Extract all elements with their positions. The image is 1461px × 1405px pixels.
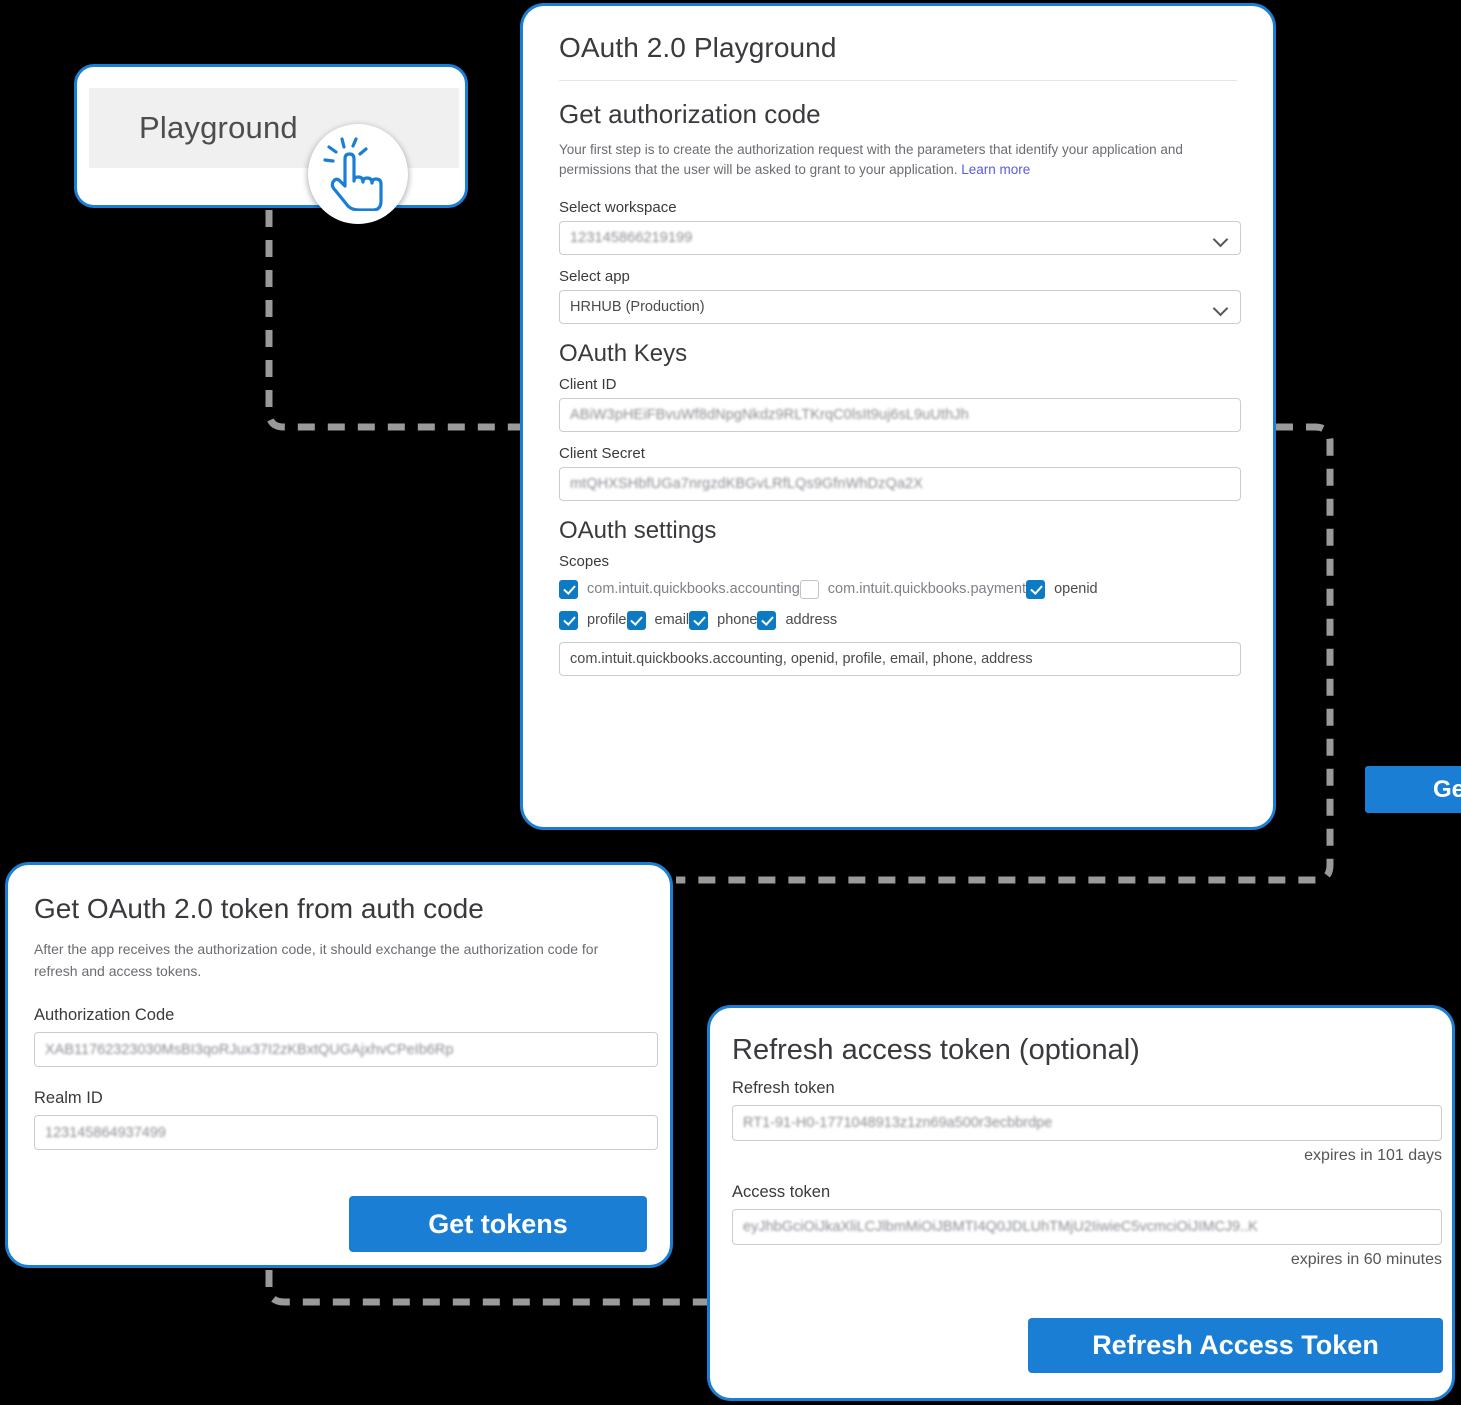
client-secret-label: Client Secret [559,444,645,462]
scope-address-checkbox[interactable] [757,610,777,630]
scope-email[interactable]: email [626,610,690,630]
select-app-value: HRHUB (Production) [570,298,705,315]
scope-email-checkbox[interactable] [626,610,646,630]
scope-accounting-checkbox[interactable] [559,579,578,599]
scope-email-label: email [654,612,690,628]
scope-openid-checkbox[interactable] [1026,579,1046,599]
scope-phone-checkbox[interactable] [689,610,709,630]
client-secret-value: mtQHXSHbfUGa7nrgzdKBGvLRfLQs9GfnWhDzQa2X [570,475,923,492]
scopes-row-2: profile email phone address [559,610,1237,630]
scope-address[interactable]: address [757,610,838,630]
scopes-row-1: com.intuit.quickbooks.accounting com.int… [559,579,1237,599]
authorization-code-label: Authorization Code [34,1006,175,1025]
token-card-description: After the app receives the authorization… [34,941,599,979]
select-workspace-value: 123145866219199 [570,229,693,246]
section-description: Your first step is to create the authori… [559,140,1204,181]
scope-profile-label: profile [587,612,627,628]
scope-phone-label: phone [717,612,758,628]
realm-id-input[interactable]: 123145864937499 [34,1115,658,1151]
scope-phone[interactable]: phone [689,610,758,630]
select-workspace-label: Select workspace [559,198,677,216]
oauth-keys-heading: OAuth Keys [559,339,688,367]
select-workspace-dropdown[interactable]: 123145866219199 [559,220,1241,255]
refresh-access-token-button[interactable]: Refresh Access Token [1028,1318,1443,1373]
chevron-down-icon [1215,303,1228,311]
refresh-token-label: Refresh token [732,1079,835,1097]
learn-more-link[interactable]: Learn more [961,162,1031,178]
scope-accounting-label: com.intuit.quickbooks.accounting [587,581,800,597]
get-authorization-code-button[interactable]: Get authorization code [1365,766,1461,813]
scope-profile[interactable]: profile [559,610,627,630]
playground-button-card: Playground [74,64,468,224]
client-id-label: Client ID [559,375,617,393]
refresh-token-value: RT1-91-H0-1771048913z1zn69a500r3ecbbrdpe [743,1115,1053,1131]
connector-token-to-refresh [265,1270,707,1306]
scopes-summary-input[interactable]: com.intuit.quickbooks.accounting, openid… [559,641,1241,676]
refresh-card-title: Refresh access token (optional) [732,1034,1140,1066]
authorization-code-input[interactable]: XAB11762323030MsBI3qoRJux37I2zKBxtQUGAjx… [34,1032,658,1068]
access-token-input[interactable]: eyJhbGciOiJkaXliLCJlbmMiOiJBMTI4Q0JDLUhT… [732,1209,1442,1245]
scopes-label: Scopes [559,552,610,570]
authorization-code-value: XAB11762323030MsBI3qoRJux37I2zKBxtQUGAjx… [45,1041,454,1058]
scopes-summary-value: com.intuit.quickbooks.accounting, openid… [570,650,1033,667]
client-id-input[interactable]: ABiW3pHEiFBvuWf8dNpgNkdz9RLTKrqC0lsIt9uj… [559,397,1241,432]
section-title-get-auth-code: Get authorization code [559,99,821,129]
get-tokens-button[interactable]: Get tokens [349,1196,647,1252]
token-card-title: Get OAuth 2.0 token from auth code [34,893,484,924]
chevron-down-icon [1215,234,1228,242]
refresh-token-input[interactable]: RT1-91-H0-1771048913z1zn69a500r3ecbbrdpe [732,1105,1442,1141]
client-id-value: ABiW3pHEiFBvuWf8dNpgNkdz9RLTKrqC0lsIt9uj… [570,406,969,423]
click-cursor-glyph [323,137,383,211]
scope-payment-label: com.intuit.quickbooks.payment [827,581,1027,597]
access-token-value: eyJhbGciOiJkaXliLCJlbmMiOiJBMTI4Q0JDLUhT… [743,1219,1258,1235]
client-secret-input[interactable]: mtQHXSHbfUGa7nrgzdKBGvLRfLQs9GfnWhDzQa2X [559,466,1241,501]
realm-id-value: 123145864937499 [45,1124,166,1141]
access-token-label: Access token [732,1183,831,1201]
realm-id-label: Realm ID [34,1089,103,1108]
section-description-text: Your first step is to create the authori… [559,142,1183,178]
select-app-dropdown[interactable]: HRHUB (Production) [559,289,1241,324]
oauth-settings-heading: OAuth settings [559,516,717,544]
page-title: OAuth 2.0 Playground [559,32,1237,81]
scope-accounting[interactable]: com.intuit.quickbooks.accounting [559,579,800,599]
get-token-card: Get OAuth 2.0 token from auth code After… [5,862,673,1268]
access-token-expiry: expires in 60 minutes [1290,1251,1442,1268]
scope-payment-checkbox[interactable] [799,579,819,599]
scope-payment[interactable]: com.intuit.quickbooks.payment [799,579,1027,599]
oauth-playground-card: OAuth 2.0 Playground Get authorization c… [520,3,1461,830]
playground-button-label: Playground [139,110,298,145]
connector-playground-to-main [265,210,520,431]
select-app-label: Select app [559,267,630,285]
scope-openid-label: openid [1054,581,1098,597]
scope-address-label: address [785,612,838,628]
scope-openid[interactable]: openid [1026,579,1098,599]
pointing-hand-click-icon [308,124,408,224]
refresh-token-expiry: expires in 101 days [1304,1147,1442,1164]
scope-profile-checkbox[interactable] [559,610,578,630]
